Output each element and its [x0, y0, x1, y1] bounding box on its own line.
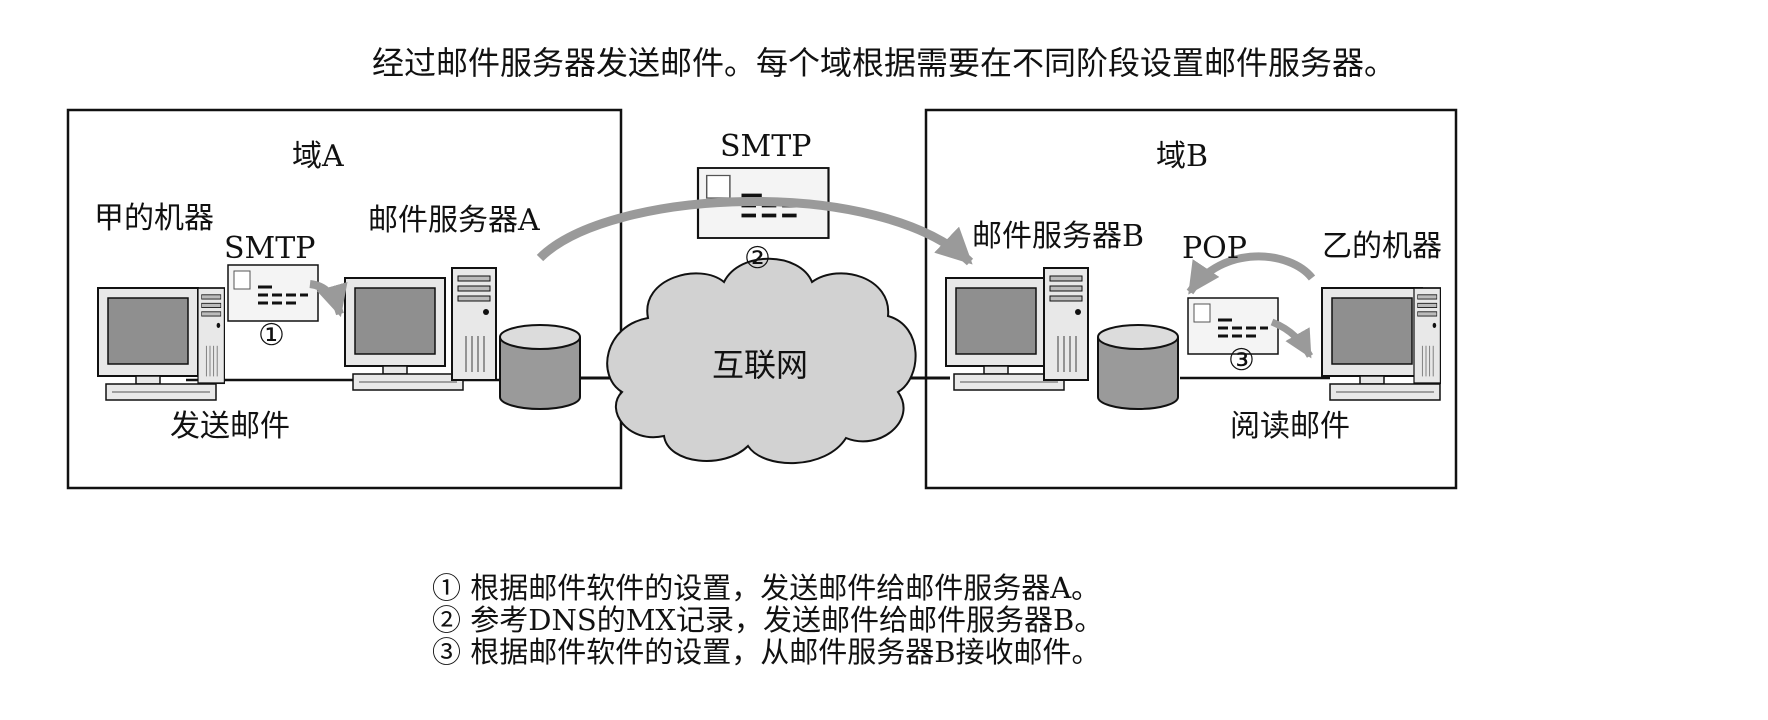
arrow-step-3 [1270, 318, 1314, 359]
arrow-step-2 [536, 196, 974, 266]
step-2-marker: ② [744, 241, 771, 276]
note-step-2: ② 参考DNS的MX记录，发送邮件给邮件服务器B。 [432, 603, 1104, 637]
server-b-database-icon [1097, 324, 1179, 410]
receiver-tower-icon [1413, 287, 1442, 385]
domain-a-label: 域A [292, 139, 344, 174]
arrow-step-1 [309, 280, 348, 318]
step-notes: ① 根据邮件软件的设置，发送邮件给邮件服务器A。 ② 参考DNS的MX记录，发送… [432, 572, 1103, 668]
letter-1-icon [226, 263, 320, 323]
step-3-marker: ③ [1228, 343, 1255, 378]
read-mail-label: 阅读邮件 [1230, 409, 1350, 444]
arrow-pop [1186, 252, 1316, 295]
domain-b-box [924, 108, 1458, 490]
server-a-database-icon [499, 324, 581, 410]
sender-machine-label: 甲的机器 [94, 201, 214, 236]
receiver-machine-label: 乙的机器 [1322, 229, 1442, 264]
send-mail-label: 发送邮件 [170, 409, 290, 444]
server-a-tower-icon [451, 267, 497, 381]
note-step-3: ③ 根据邮件软件的设置，从邮件服务器B接收邮件。 [432, 635, 1101, 669]
domain-b-label: 域B [1156, 139, 1208, 174]
smtp-1-label: SMTP [224, 231, 315, 266]
note-step-1: ① 根据邮件软件的设置，发送邮件给邮件服务器A。 [432, 571, 1101, 605]
sender-tower-icon [197, 287, 226, 385]
internet-label: 互联网 [712, 346, 808, 384]
diagram-title: 经过邮件服务器发送邮件。每个域根据需要在不同阶段设置邮件服务器。 [372, 44, 1396, 82]
smtp-2-label: SMTP [720, 129, 811, 164]
step-1-marker: ① [258, 318, 285, 353]
internet-cloud [606, 257, 917, 464]
pop-label: POP [1182, 231, 1247, 266]
server-b-tower-icon [1043, 267, 1089, 381]
server-b-label: 邮件服务器B [972, 219, 1144, 254]
domain-a-box [66, 108, 623, 490]
server-a-label: 邮件服务器A [368, 203, 540, 238]
server-a-computer-icon [344, 277, 464, 391]
